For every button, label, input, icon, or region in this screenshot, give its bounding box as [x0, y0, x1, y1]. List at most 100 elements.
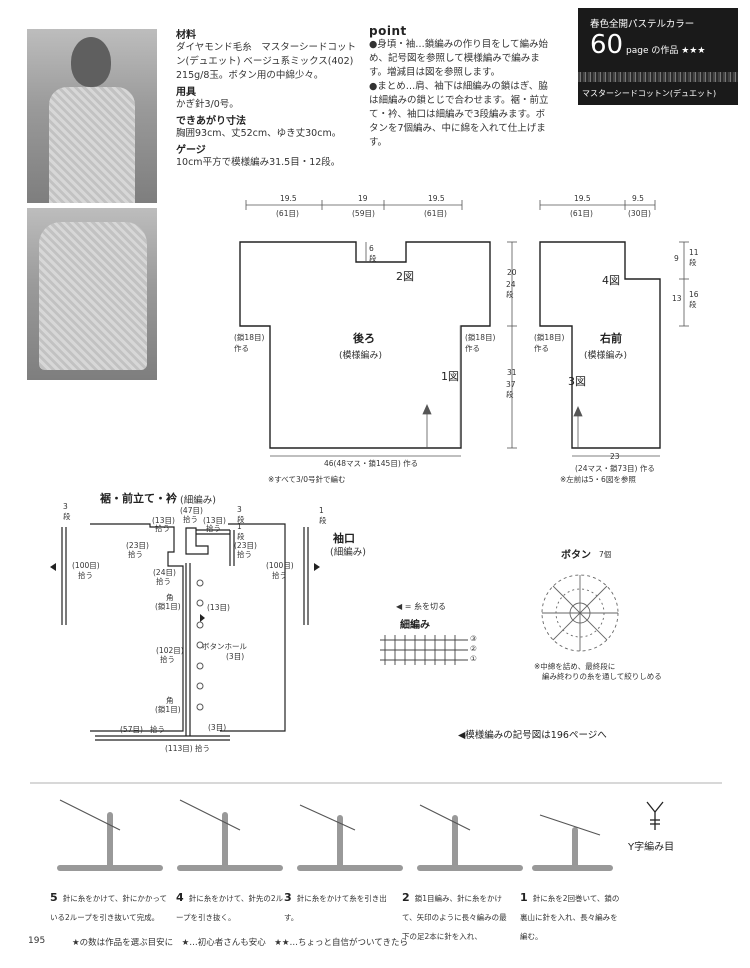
- banner-page-number: 60: [590, 30, 624, 60]
- back-name: 後ろ: [353, 332, 375, 345]
- banner-page-label: page の作品 ★★★: [626, 46, 706, 56]
- point-block: point ●身頃・袖…鎖編みの作り目をして編み始め、記号図を参照して模様編みで…: [369, 24, 551, 150]
- back-side-left: (鎖18目)作る: [234, 333, 265, 353]
- step-3-number: 3: [284, 891, 292, 904]
- page-banner: 春色全開パステルカラー 60 page の作品 ★★★ マスターシードコットン(…: [578, 8, 738, 105]
- hem-label-23b-pick: 拾う: [237, 550, 252, 559]
- front-right-dim-1: 9: [674, 254, 679, 263]
- back-height-upper: 20: [507, 268, 517, 277]
- front-right-dim-4: 16段: [689, 290, 699, 309]
- cuff-title-sub: (細編み): [330, 547, 366, 558]
- hem-label-24-pick: 拾う: [156, 577, 171, 586]
- hem-label-1row: 1段: [237, 522, 245, 541]
- back-fig1: 1図: [441, 370, 459, 383]
- front-top-stitch-2: (30目): [628, 209, 651, 218]
- step-2-number: 2: [402, 891, 410, 904]
- cut-yarn-legend: ◀ = 糸を切る: [396, 602, 446, 611]
- button-count: 7個: [599, 550, 612, 559]
- front-right-dim-3: 13: [672, 294, 682, 303]
- hem-title: 裾・前立て・衿: [100, 492, 177, 505]
- front-bottom: 23: [610, 452, 620, 461]
- hem-label-corner-2: 角: [166, 696, 174, 705]
- sc-row-3: ③: [470, 634, 477, 643]
- materials-text: ダイヤモンド毛糸 マスターシードコットン(デュエット) ベージュ系ミックス(40…: [176, 42, 357, 81]
- hem-label-corner-1: 角: [166, 593, 174, 602]
- front-fig3: 3図: [568, 375, 586, 388]
- hem-label-corner-1-ch: (鎖1目): [155, 602, 181, 611]
- cuff-title: 袖口: [333, 532, 355, 545]
- cuff-right-count: (100目): [266, 561, 294, 570]
- model-photo-front: [27, 29, 157, 203]
- y-stitch-name: Y字編み目: [628, 842, 675, 853]
- hem-label-102: (102目): [156, 646, 184, 655]
- back-top-dim-1: 19.5: [280, 194, 297, 203]
- cuff-right-pick: 拾う: [272, 571, 287, 580]
- point-text-2: ●まとめ…肩、袖下は細編みの鎖はぎ、脇は細編みの鎖とじで合わせます。裾・前立て・…: [369, 81, 549, 148]
- front-fig4: 4図: [602, 274, 620, 287]
- step-2: 2 鎖1目編み、針に糸をかけて、矢印のように長々編みの最下の足2本に針を入れ、: [402, 886, 512, 943]
- hem-label-23a-pick: 拾う: [128, 550, 143, 559]
- front-note: ※左前は5・6図を参照: [560, 475, 636, 484]
- footer-legend: ★の数は作品を選ぶ目安に ★…初心者さんも安心 ★★…ちょっと自信がついてきたら: [72, 938, 408, 948]
- front-right-dim-2: 11段: [689, 248, 699, 267]
- model-photo-detail: [27, 208, 157, 380]
- step-1-number: 1: [520, 891, 528, 904]
- sc-row-1: ①: [470, 654, 477, 663]
- gauge-title: ゲージ: [176, 145, 206, 156]
- hem-label-113-pick: 拾う: [195, 744, 210, 753]
- buttonhole-label: ボタンホール: [202, 642, 247, 651]
- button-note-2: 編み終わりの糸を通して絞りしめる: [542, 672, 662, 681]
- back-top-dim-2: 19: [358, 194, 368, 203]
- back-top-stitch-2: (59目): [352, 209, 375, 218]
- sc-row-2: ②: [470, 644, 477, 653]
- hem-title-sub: (細編み): [180, 495, 216, 506]
- hem-label-13a-pick: 拾う: [155, 524, 170, 533]
- front-top-stitch-1: (61目): [570, 209, 593, 218]
- back-height-lower-rows: 37段: [506, 380, 516, 399]
- front-side-left: (鎖18目)作る: [534, 333, 565, 353]
- step-3-text: 針に糸をかけて糸を引き出す。: [284, 894, 387, 922]
- cuff-row-3: 3段: [63, 502, 71, 521]
- back-fig2: 2図: [396, 270, 414, 283]
- hem-label-57: (57目): [120, 725, 143, 734]
- banner-yarn-caption: マスターシードコットン(デュエット): [582, 89, 717, 98]
- buttonhole-count: (3目): [226, 652, 245, 661]
- cuff-row-1: 1段: [319, 506, 327, 525]
- hem-label-102-pick: 拾う: [160, 655, 175, 664]
- step-4-number: 4: [176, 891, 184, 904]
- hem-label-13a: (13目): [152, 516, 175, 525]
- front-pattern: (模様編み): [584, 351, 628, 361]
- point-text-1: ●身頃・袖…鎖編みの作り目をして編み始め、記号図を参照して模様編みで編みます。増…: [369, 39, 549, 78]
- front-name: 右前: [600, 332, 622, 345]
- size-title: できあがり寸法: [176, 116, 246, 127]
- hem-label-13b: (13目): [203, 516, 226, 525]
- banner-subtitle: 春色全開パステルカラー: [590, 19, 695, 30]
- hem-label-3rows: 3段: [237, 505, 245, 524]
- back-height-upper-rows: 24段: [506, 280, 516, 299]
- step-4: 4 針に糸をかけて、針先の2ループを引き抜く。: [176, 886, 286, 924]
- hem-label-corner-2-ch: (鎖1目): [155, 705, 181, 714]
- step-1-text: 針に糸を2回巻いて、鎖の裏山に針を入れ、長々編みを編む。: [520, 894, 620, 941]
- gauge-text: 10cm平方で模様編み31.5目・12段。: [176, 157, 341, 168]
- button-note-1: ※中綿を詰め、最終段に: [534, 662, 616, 671]
- back-neck-drop: 6段: [369, 244, 377, 263]
- sc-title: 細編み: [400, 620, 430, 631]
- intro-block: 材料 ダイヤモンド毛糸 マスターシードコットン(デュエット) ベージュ系ミックス…: [176, 26, 361, 170]
- back-top-stitch-3: (61目): [424, 209, 447, 218]
- size-text: 胸囲93cm、丈52cm、ゆき丈30cm。: [176, 128, 342, 139]
- back-top-stitch-1: (61目): [276, 209, 299, 218]
- tools-text: かぎ針3/0号。: [176, 99, 239, 110]
- back-pattern: (模様編み): [339, 351, 383, 361]
- hem-label-57-pick: 拾う: [150, 725, 165, 734]
- hem-label-3: (3目): [208, 723, 227, 732]
- cuff-left-pick: 拾う: [78, 571, 93, 580]
- hem-label-13b-pick: 拾う: [206, 524, 221, 533]
- step-5-text: 針に糸をかけて、針にかかっている2ループを引き抜いて完成。: [50, 894, 167, 922]
- back-side-right: (鎖18目)作る: [465, 333, 496, 353]
- front-top-dim-2: 9.5: [632, 194, 644, 203]
- footer-page-number: 195: [28, 936, 46, 946]
- back-bottom: 46(48マス・鎖145目) 作る: [324, 459, 419, 468]
- hem-label-47: (47目): [180, 506, 203, 515]
- back-height-lower: 31: [507, 368, 517, 377]
